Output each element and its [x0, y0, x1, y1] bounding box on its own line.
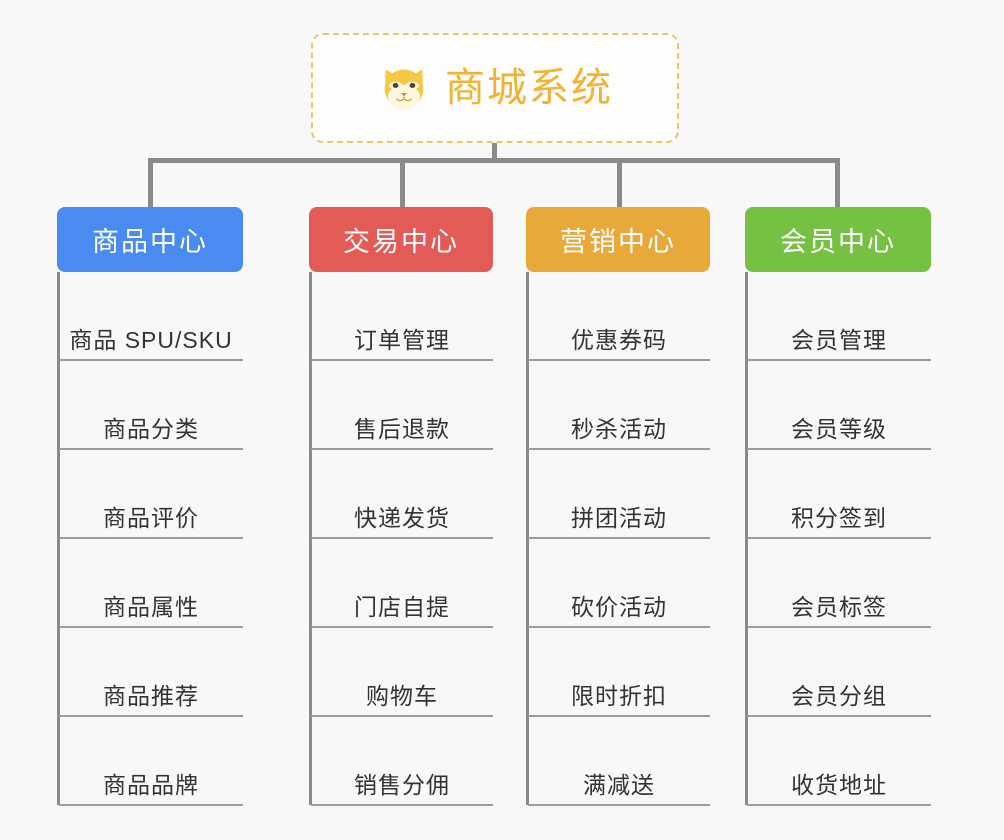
leaf-item[interactable]: 秒杀活动	[528, 361, 710, 450]
leaf-item[interactable]: 会员等级	[747, 361, 931, 450]
leaf-label: 满减送	[583, 771, 655, 798]
shiba-dog-icon	[384, 69, 424, 110]
branch-header-2[interactable]: 交易中心	[309, 207, 493, 272]
leaf-label: 购物车	[366, 682, 438, 709]
connector-horizontal-bus	[148, 158, 840, 163]
leaf-label: 销售分佣	[354, 771, 450, 798]
branch-header-3[interactable]: 营销中心	[526, 207, 710, 272]
branch-header-4[interactable]: 会员中心	[745, 207, 931, 272]
branch-header-label: 会员中心	[780, 227, 896, 257]
leaf-item[interactable]: 快递发货	[311, 450, 493, 539]
branch-body-4: 会员管理 会员等级 积分签到 会员标签 会员分组 收货地址	[745, 272, 931, 806]
branch-spine-4	[745, 272, 748, 805]
leaf-item[interactable]: 订单管理	[311, 272, 493, 361]
leaf-list-3: 优惠券码 秒杀活动 拼团活动 砍价活动 限时折扣 满减送	[526, 272, 710, 806]
leaf-label: 会员等级	[791, 415, 887, 442]
leaf-item[interactable]: 销售分佣	[311, 717, 493, 806]
leaf-label: 会员分组	[791, 682, 887, 709]
leaf-label: 商品评价	[103, 504, 199, 531]
branch-spine-1	[57, 272, 60, 805]
branch-header-label: 营销中心	[560, 227, 676, 257]
leaf-item[interactable]: 商品分类	[59, 361, 243, 450]
leaf-label: 商品分类	[103, 415, 199, 442]
leaf-label: 会员管理	[791, 326, 887, 353]
leaf-label: 限时折扣	[571, 682, 667, 709]
branch-spine-3	[526, 272, 529, 805]
branch-column-2: 交易中心 订单管理 售后退款 快递发货 门店自提 购物车 销售分佣	[309, 207, 493, 806]
leaf-item[interactable]: 商品评价	[59, 450, 243, 539]
leaf-item[interactable]: 商品推荐	[59, 628, 243, 717]
leaf-label: 快递发货	[354, 504, 450, 531]
branch-column-4: 会员中心 会员管理 会员等级 积分签到 会员标签 会员分组 收货地址	[745, 207, 931, 806]
leaf-label: 积分签到	[791, 504, 887, 531]
leaf-item[interactable]: 商品 SPU/SKU	[59, 272, 243, 361]
leaf-label: 商品品牌	[103, 771, 199, 798]
leaf-label: 砍价活动	[571, 593, 667, 620]
branch-body-2: 订单管理 售后退款 快递发货 门店自提 购物车 销售分佣	[309, 272, 493, 806]
connector-drop-2	[400, 158, 405, 210]
leaf-item[interactable]: 购物车	[311, 628, 493, 717]
leaf-label: 售后退款	[354, 415, 450, 442]
leaf-item[interactable]: 会员分组	[747, 628, 931, 717]
branch-header-label: 交易中心	[343, 227, 459, 257]
branch-body-3: 优惠券码 秒杀活动 拼团活动 砍价活动 限时折扣 满减送	[526, 272, 710, 806]
leaf-item[interactable]: 优惠券码	[528, 272, 710, 361]
leaf-list-4: 会员管理 会员等级 积分签到 会员标签 会员分组 收货地址	[745, 272, 931, 806]
connector-drop-4	[835, 158, 840, 210]
leaf-label: 拼团活动	[571, 504, 667, 531]
leaf-label: 商品属性	[103, 593, 199, 620]
leaf-label: 门店自提	[354, 593, 450, 620]
leaf-list-1: 商品 SPU/SKU 商品分类 商品评价 商品属性 商品推荐 商品品牌	[57, 272, 243, 806]
leaf-item[interactable]: 会员标签	[747, 539, 931, 628]
leaf-item[interactable]: 满减送	[528, 717, 710, 806]
branch-body-1: 商品 SPU/SKU 商品分类 商品评价 商品属性 商品推荐 商品品牌	[57, 272, 243, 806]
leaf-label: 会员标签	[791, 593, 887, 620]
leaf-item[interactable]: 收货地址	[747, 717, 931, 806]
root-node[interactable]: 商城系统	[311, 33, 679, 143]
branch-header-label: 商品中心	[92, 227, 208, 257]
leaf-label: 优惠券码	[571, 326, 667, 353]
branch-header-1[interactable]: 商品中心	[57, 207, 243, 272]
leaf-item[interactable]: 砍价活动	[528, 539, 710, 628]
leaf-item[interactable]: 会员管理	[747, 272, 931, 361]
leaf-item[interactable]: 商品属性	[59, 539, 243, 628]
leaf-label: 商品推荐	[103, 682, 199, 709]
leaf-item[interactable]: 积分签到	[747, 450, 931, 539]
leaf-label: 商品 SPU/SKU	[69, 326, 233, 353]
leaf-label: 秒杀活动	[571, 415, 667, 442]
leaf-list-2: 订单管理 售后退款 快递发货 门店自提 购物车 销售分佣	[309, 272, 493, 806]
leaf-item[interactable]: 商品品牌	[59, 717, 243, 806]
connector-root-stem	[492, 143, 497, 162]
branch-spine-2	[309, 272, 312, 805]
connector-drop-1	[148, 158, 153, 210]
root-title: 商城系统	[445, 66, 613, 110]
leaf-item[interactable]: 拼团活动	[528, 450, 710, 539]
branch-column-3: 营销中心 优惠券码 秒杀活动 拼团活动 砍价活动 限时折扣 满减送	[526, 207, 710, 806]
leaf-item[interactable]: 门店自提	[311, 539, 493, 628]
leaf-label: 收货地址	[791, 771, 887, 798]
leaf-label: 订单管理	[354, 326, 450, 353]
leaf-item[interactable]: 售后退款	[311, 361, 493, 450]
branch-column-1: 商品中心 商品 SPU/SKU 商品分类 商品评价 商品属性 商品推荐 商品品牌	[57, 207, 243, 806]
connector-drop-3	[617, 158, 622, 210]
leaf-item[interactable]: 限时折扣	[528, 628, 710, 717]
